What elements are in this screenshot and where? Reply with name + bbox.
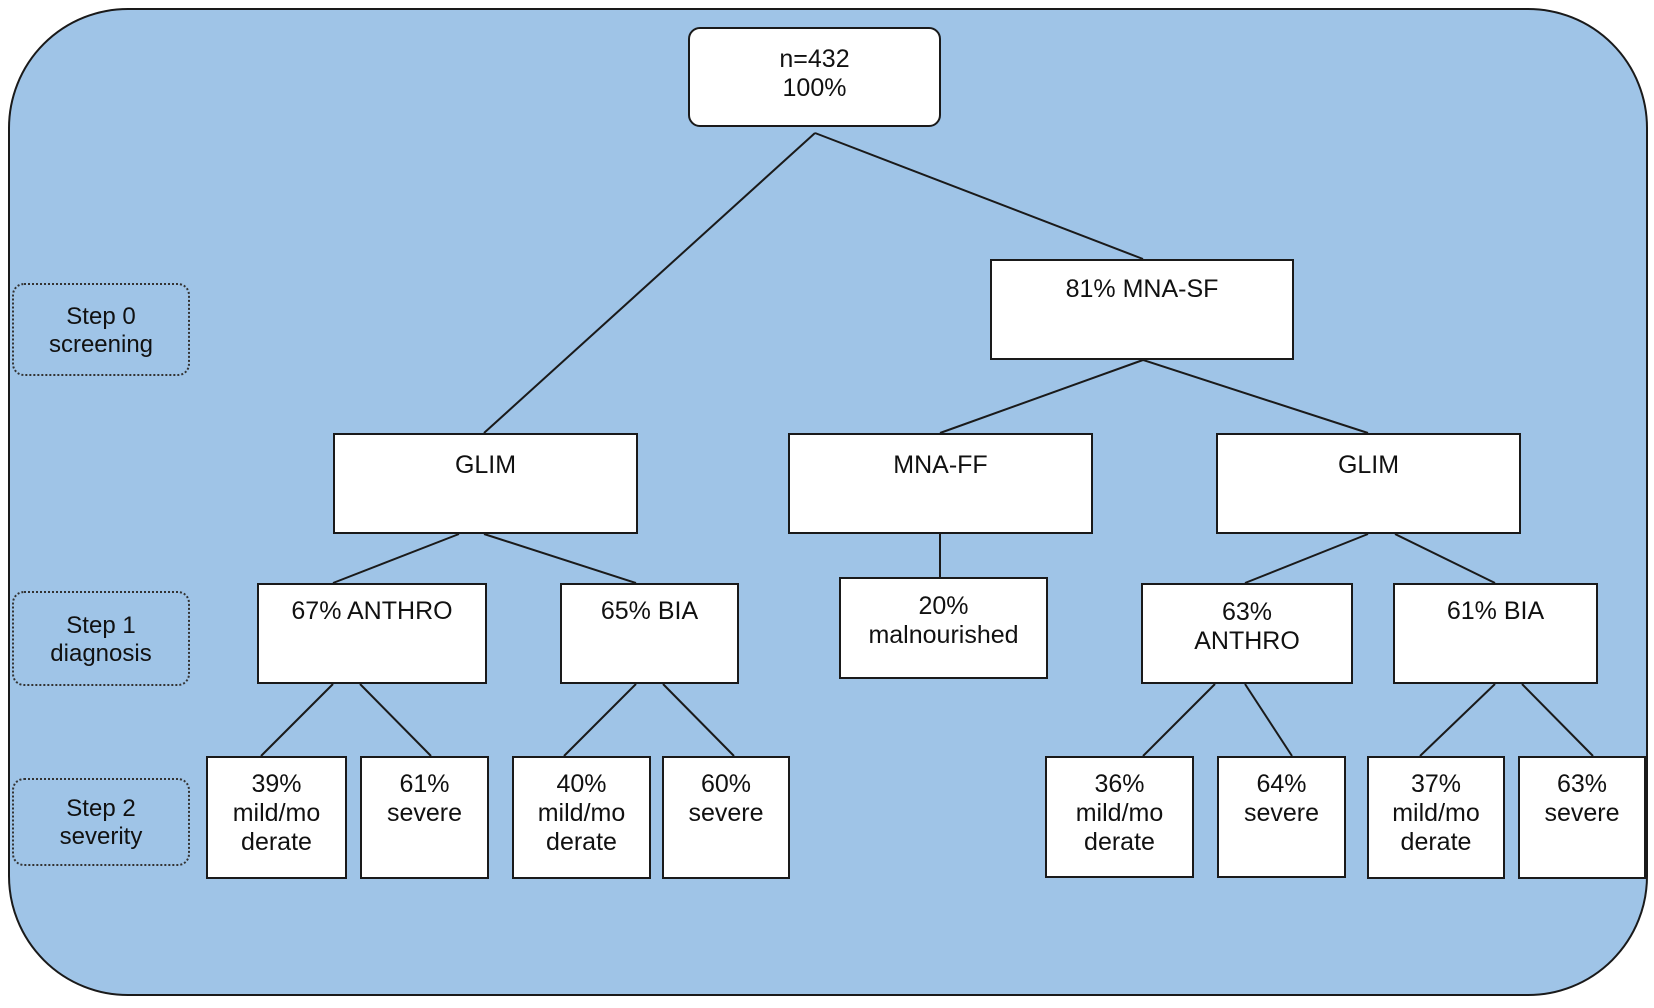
glim-right-node-text: GLIM: [1337, 451, 1400, 479]
right-bia-mild-node-text: 37% mild/mo derate: [1392, 770, 1480, 856]
bia-left-node-text: 65% BIA: [600, 597, 699, 625]
connector-mna-sf-mna-ff: [939, 359, 1144, 434]
connector-bia-left-mild: [563, 683, 637, 757]
connector-glim-left-bia: [483, 533, 637, 584]
anthro-left-node: 67% ANTHRO: [257, 583, 487, 684]
connector-root-mna-sf: [814, 132, 1144, 260]
right-bia-mild-node: 37% mild/mo derate: [1367, 756, 1505, 879]
bia-left-node: 65% BIA: [560, 583, 739, 684]
mna-ff-node: MNA-FF: [788, 433, 1093, 534]
right-anthro-mild-node: 36% mild/mo derate: [1045, 756, 1194, 878]
left-bia-mild-node: 40% mild/mo derate: [512, 756, 651, 879]
connector-bia-right-severe: [1521, 683, 1594, 757]
malnourished-node-text: 20% malnourished: [868, 592, 1019, 649]
bia-right-node: 61% BIA: [1393, 583, 1598, 684]
right-anthro-mild-node-text: 36% mild/mo derate: [1075, 770, 1164, 856]
left-anthro-severe-node-text: 61% severe: [386, 770, 463, 827]
glim-left-node-text: GLIM: [454, 451, 517, 479]
connector-mna-sf-glim-right: [1142, 359, 1369, 434]
right-anthro-severe-node-text: 64% severe: [1243, 770, 1320, 827]
right-bia-severe-node-text: 63% severe: [1544, 770, 1620, 827]
step-1-label: Step 1 diagnosis: [12, 591, 190, 686]
mna-ff-node-text: MNA-FF: [893, 451, 988, 479]
anthro-left-node-text: 67% ANTHRO: [291, 597, 453, 625]
malnourished-node: 20% malnourished: [839, 577, 1048, 679]
mna-sf-node: 81% MNA-SF: [990, 259, 1294, 360]
left-anthro-mild-node-text: 39% mild/mo derate: [232, 770, 321, 856]
root-node: n=432 100%: [688, 27, 941, 127]
left-bia-severe-node: 60% severe: [662, 756, 790, 879]
glim-left-node: GLIM: [333, 433, 638, 534]
connector-glim-right-bia: [1394, 533, 1496, 584]
connector-bia-right-mild: [1419, 683, 1496, 757]
mna-sf-node-text: 81% MNA-SF: [1065, 275, 1219, 303]
left-bia-severe-node-text: 60% severe: [688, 770, 764, 827]
left-anthro-mild-node: 39% mild/mo derate: [206, 756, 347, 879]
anthro-right-node: 63% ANTHRO: [1141, 583, 1353, 684]
left-anthro-severe-node: 61% severe: [360, 756, 489, 879]
connector-anthro-left-severe: [359, 683, 432, 757]
connector-anthro-right-mild: [1142, 683, 1216, 757]
step-0-label: Step 0 screening: [12, 283, 190, 376]
root-node-text: n=432 100%: [779, 45, 850, 102]
connector-glim-right-anthro: [1244, 533, 1369, 584]
step-2-label: Step 2 severity: [12, 778, 190, 866]
connector-anthro-left-mild: [260, 683, 334, 757]
glim-right-node: GLIM: [1216, 433, 1521, 534]
right-bia-severe-node: 63% severe: [1518, 756, 1646, 879]
right-anthro-severe-node: 64% severe: [1217, 756, 1346, 878]
connector-anthro-right-severe: [1244, 683, 1293, 757]
connector-root-glim-left: [483, 132, 816, 434]
connector-bia-left-severe: [662, 683, 735, 757]
anthro-right-node-text: 63% ANTHRO: [1194, 598, 1300, 655]
bia-right-node-text: 61% BIA: [1446, 597, 1545, 625]
left-bia-mild-node-text: 40% mild/mo derate: [537, 770, 626, 856]
connector-glim-left-anthro: [332, 533, 460, 584]
